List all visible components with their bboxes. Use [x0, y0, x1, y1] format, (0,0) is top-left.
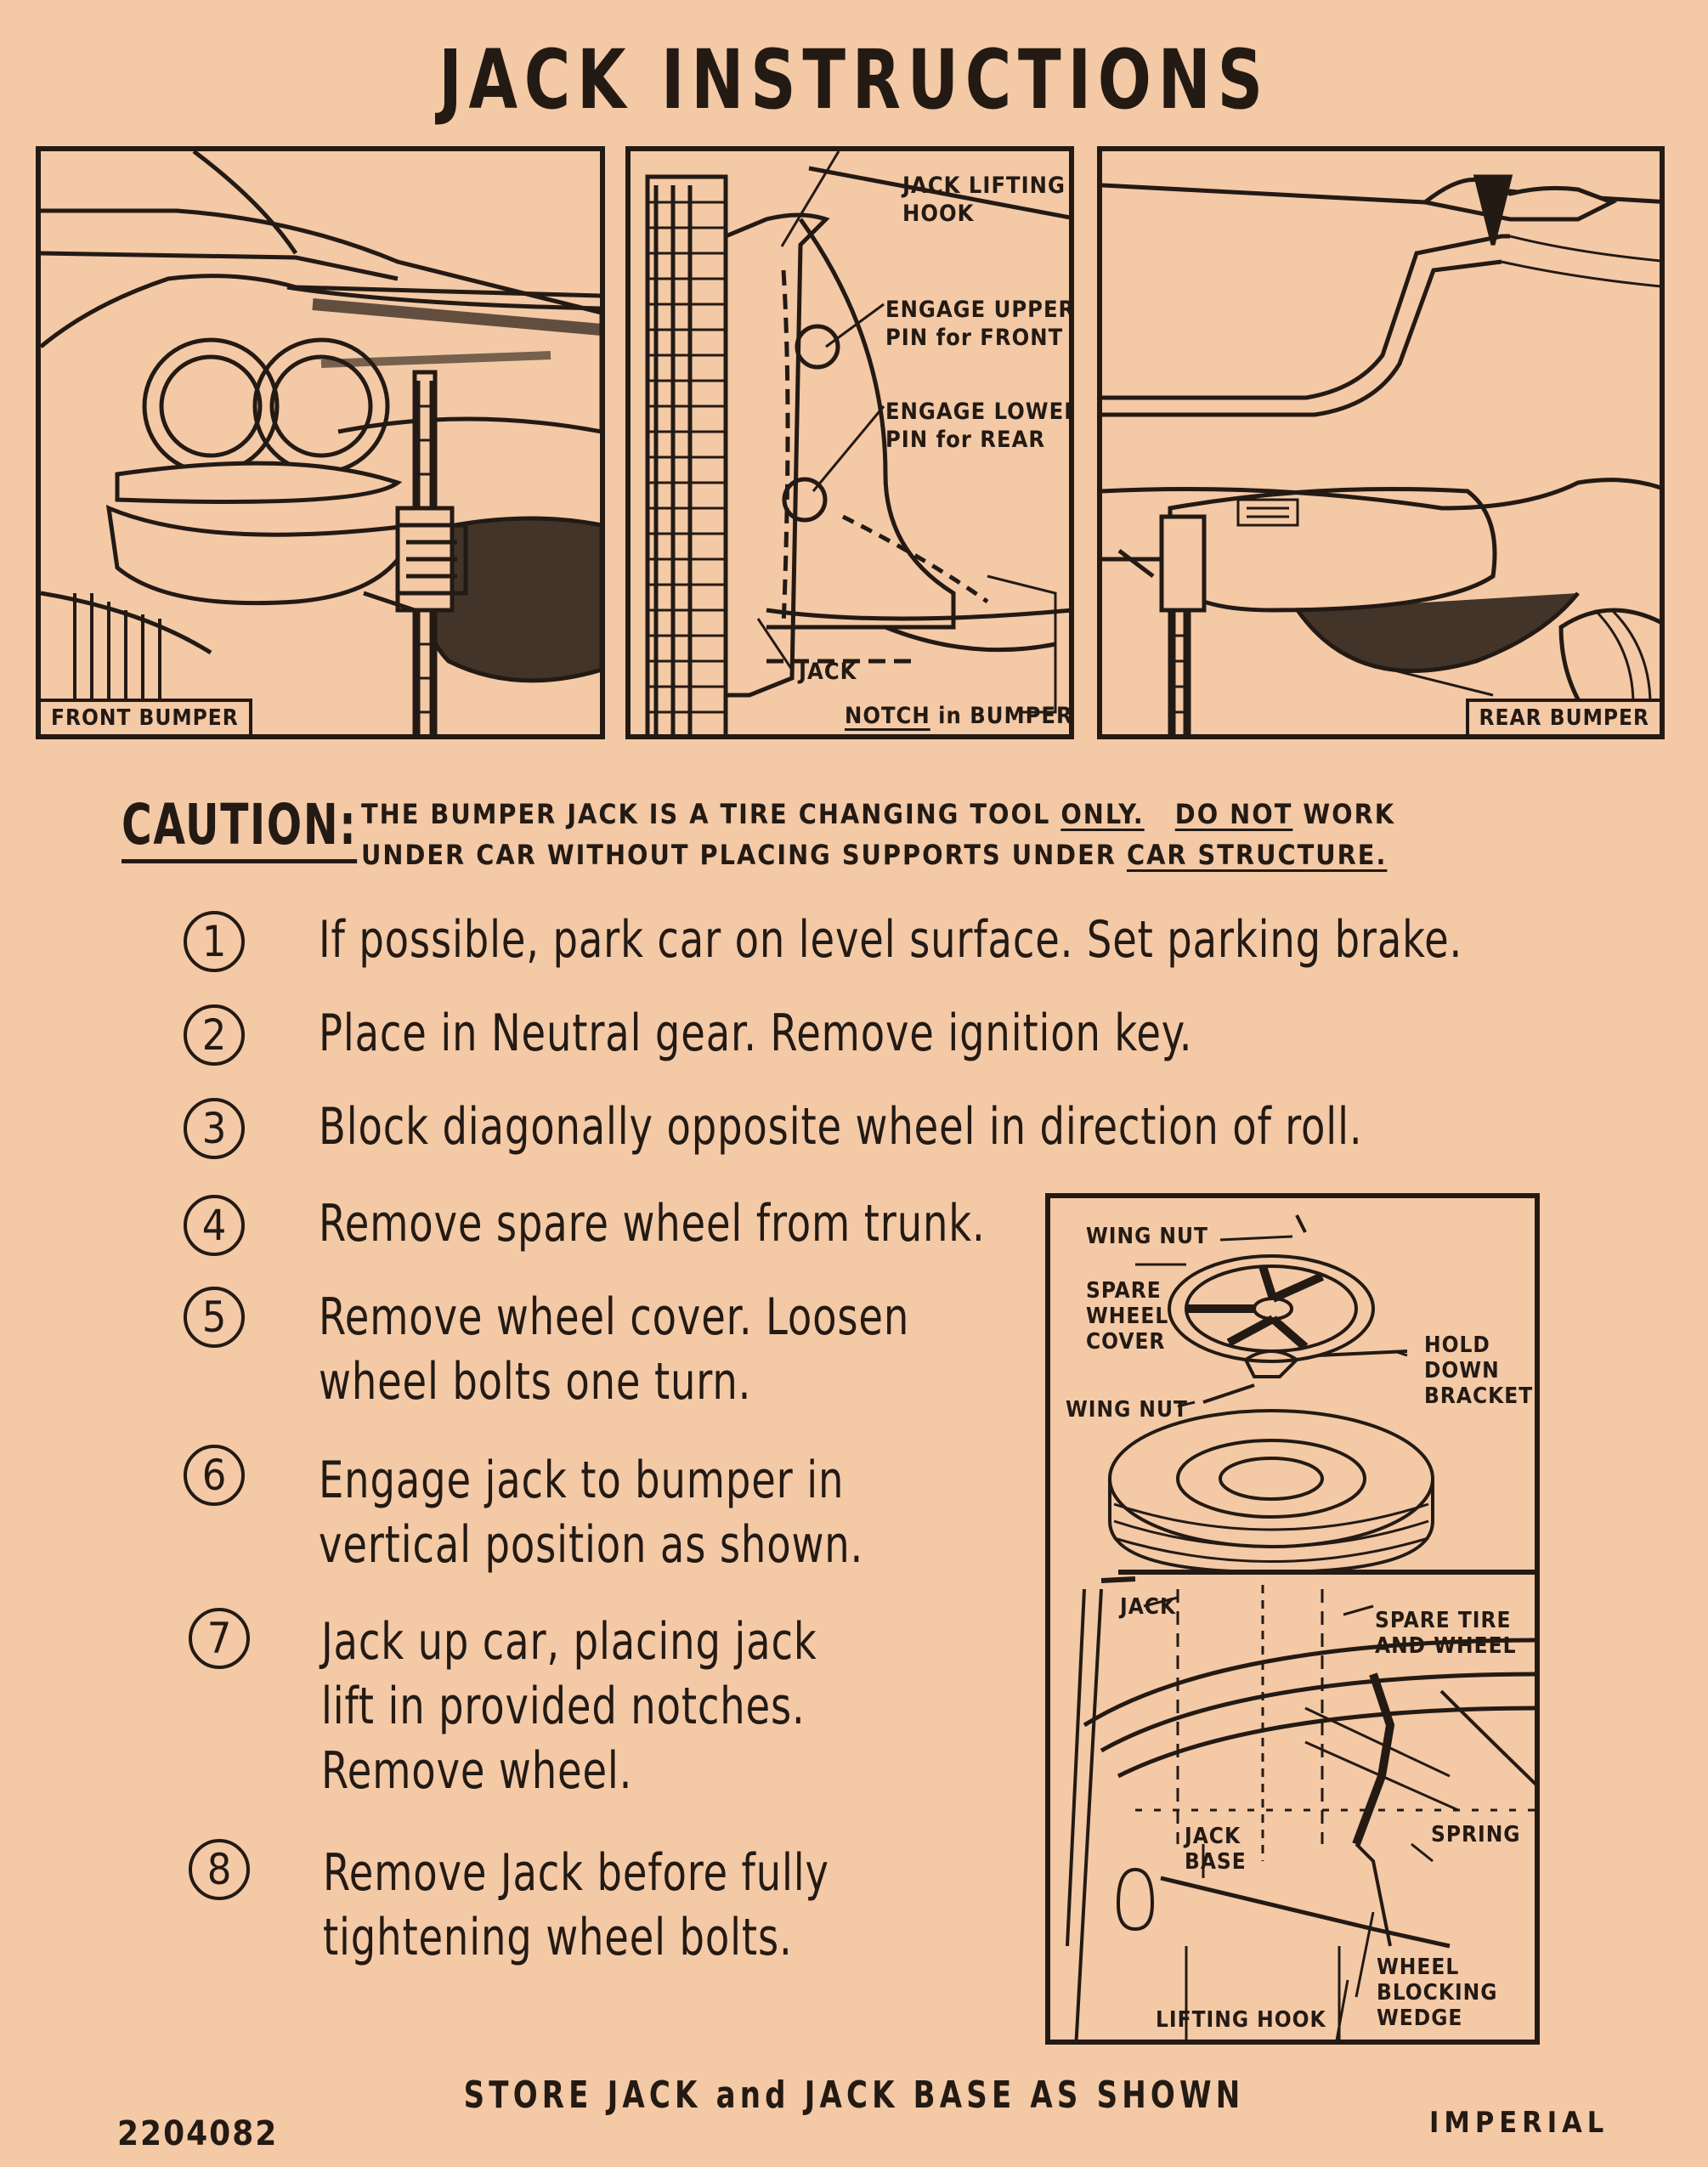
caution-line-2: UNDER CAR WITHOUT PLACING SUPPORTS UNDER…	[361, 835, 1395, 875]
rear-bumper-panel: REAR BUMPER	[1097, 146, 1665, 739]
callout-engage-lower-pin: ENGAGE LOWER PIN for REAR	[885, 399, 1074, 453]
front-bumper-label: FRONT BUMPER	[41, 699, 252, 734]
step-text-4: Remove spare wheel from trunk.	[319, 1194, 986, 1253]
label-jack-base: JACK BASE	[1185, 1824, 1247, 1875]
callout-engage-upper-pin: ENGAGE UPPER PIN for FRONT	[885, 297, 1074, 351]
rear-bumper-label: REAR BUMPER	[1465, 699, 1660, 734]
label-jack: JACK	[1120, 1594, 1177, 1620]
step-number-7: 7	[189, 1608, 250, 1669]
label-wing-nut-mid: WING NUT	[1066, 1397, 1188, 1423]
step-text-7: Jack up car, placing jack lift in provid…	[321, 1612, 817, 1801]
callout-jack: JACK	[799, 659, 857, 685]
caution-line1-a: THE BUMPER JACK IS A TIRE CHANGING TOOL	[361, 798, 1061, 830]
step-text-5: Remove wheel cover. Loosen wheel bolts o…	[319, 1287, 910, 1412]
step-number-8: 8	[189, 1839, 250, 1900]
notch-rest: in BUMPER	[930, 703, 1073, 729]
storage-diagram-panel: WING NUT SPARE WHEEL COVER HOLD DOWN BRA…	[1045, 1193, 1540, 2045]
front-bumper-illustration	[41, 151, 600, 734]
jack-detail-panel: JACK LIFTING HOOK ENGAGE UPPER PIN for F…	[625, 146, 1074, 739]
page-title: JACK INSTRUCTIONS	[438, 32, 1270, 127]
label-spare-tire-and-wheel: SPARE TIRE AND WHEEL	[1375, 1608, 1517, 1659]
step-number-1: 1	[184, 911, 245, 972]
step-number-2: 2	[184, 1004, 245, 1066]
label-spring: SPRING	[1431, 1822, 1521, 1847]
label-wheel-blocking-wedge: WHEEL BLOCKING WEDGE	[1377, 1955, 1498, 2031]
step-text-8: Remove Jack before fully tightening whee…	[323, 1843, 829, 1967]
callout-notch-in-bumper: NOTCH in BUMPER	[845, 702, 1073, 730]
step-number-3: 3	[184, 1098, 245, 1159]
caution-text: THE BUMPER JACK IS A TIRE CHANGING TOOL …	[361, 794, 1395, 875]
jack-detail-illustration	[645, 151, 1069, 734]
step-text-2: Place in Neutral gear. Remove ignition k…	[319, 1004, 1193, 1063]
caution-line-1: THE BUMPER JACK IS A TIRE CHANGING TOOL …	[361, 794, 1395, 835]
step-number-6: 6	[184, 1445, 245, 1506]
notch-word: NOTCH	[845, 703, 930, 729]
label-spare-wheel-cover: SPARE WHEEL COVER	[1086, 1278, 1169, 1355]
caution-line1-d: WORK	[1292, 798, 1396, 830]
caution-do-not: DO NOT	[1174, 798, 1293, 830]
footer-storage-note: STORE JACK and JACK BASE AS SHOWN	[463, 2074, 1245, 2117]
label-wing-nut-top: WING NUT	[1086, 1224, 1208, 1249]
step-text-6: Engage jack to bumper in vertical positi…	[319, 1451, 864, 1575]
label-lifting-hook: LIFTING HOOK	[1156, 2007, 1326, 2033]
caution-only: ONLY.	[1060, 798, 1145, 830]
brand-name: IMPERIAL	[1429, 2106, 1609, 2140]
part-number: 2204082	[117, 2114, 279, 2153]
rear-bumper-illustration	[1102, 174, 1660, 734]
callout-jack-lifting-hook: JACK LIFTING HOOK	[902, 173, 1066, 227]
storage-diagram-illustration	[1066, 1214, 1535, 2040]
label-hold-down-bracket: HOLD DOWN BRACKET	[1424, 1332, 1534, 1409]
step-text-1: If possible, park car on level surface. …	[319, 910, 1463, 970]
caution-car-structure: CAR STRUCTURE.	[1126, 839, 1388, 871]
step-number-4: 4	[184, 1195, 245, 1256]
caution-label: CAUTION:	[122, 792, 358, 863]
step-text-3: Block diagonally opposite wheel in direc…	[319, 1097, 1363, 1157]
caution-line2-a: UNDER CAR WITHOUT PLACING SUPPORTS UNDER	[361, 839, 1127, 871]
front-bumper-panel: FRONT BUMPER	[36, 146, 605, 739]
step-number-5: 5	[184, 1287, 245, 1348]
